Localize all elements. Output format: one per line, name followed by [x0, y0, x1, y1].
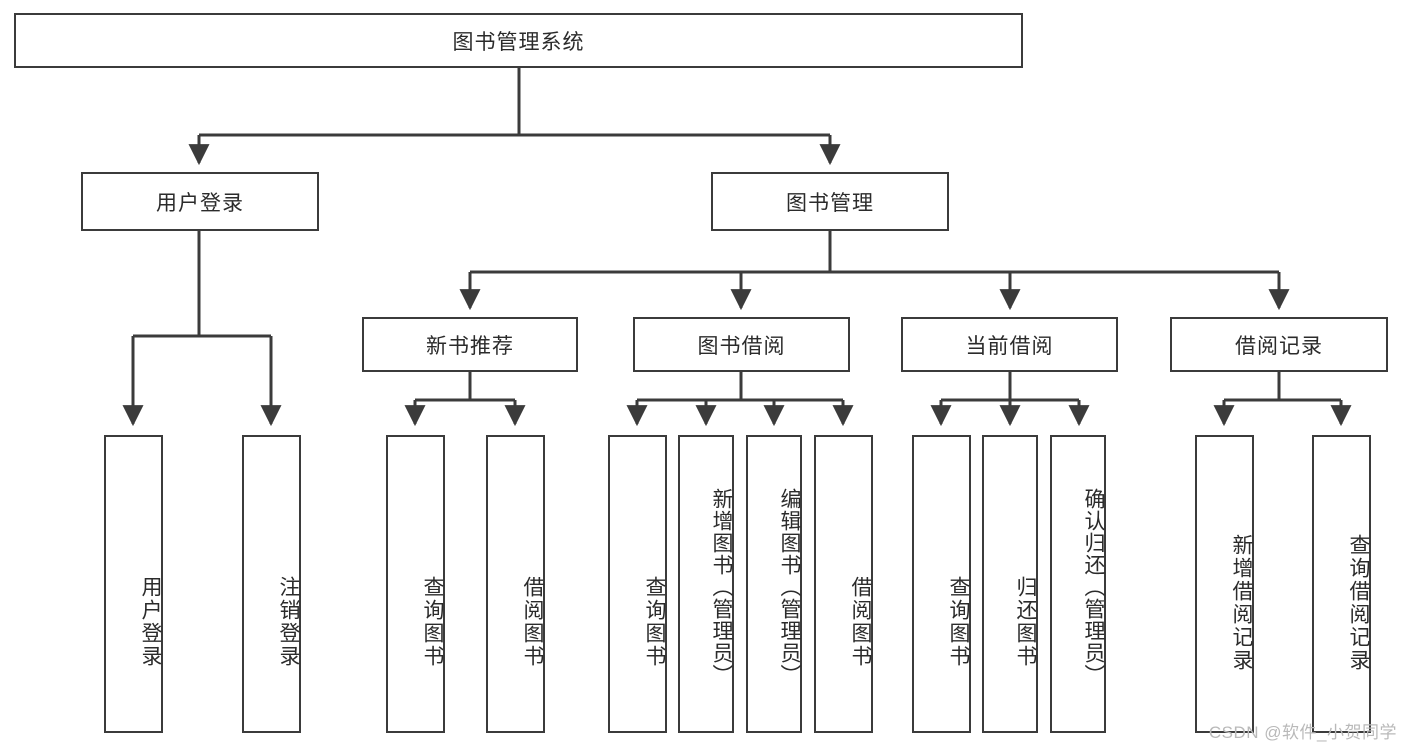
- node-leaf-query-book-1[interactable]: 查询图书: [386, 435, 445, 733]
- node-leaf-return-book[interactable]: 归还图书: [982, 435, 1038, 733]
- node-leaf-add-book[interactable]: 新增图书（管理员）: [678, 435, 734, 733]
- node-leaf-query-book-3-label: 查询图书: [947, 575, 970, 668]
- node-leaf-user-logout[interactable]: 注销登录: [242, 435, 301, 733]
- node-root[interactable]: 图书管理系统: [14, 13, 1023, 68]
- node-leaf-edit-book-label: 编辑图书（管理员）: [778, 488, 801, 686]
- node-leaf-query-record[interactable]: 查询借阅记录: [1312, 435, 1371, 733]
- node-book-manage-label: 图书管理: [786, 191, 874, 215]
- node-current-borrow-label: 当前借阅: [965, 334, 1054, 358]
- node-new-book-rec[interactable]: 新书推荐: [362, 317, 578, 372]
- node-leaf-query-book-2-label: 查询图书: [643, 575, 666, 668]
- node-new-book-rec-label: 新书推荐: [426, 334, 514, 358]
- node-borrow-record[interactable]: 借阅记录: [1170, 317, 1388, 372]
- node-leaf-query-record-label: 查询借阅记录: [1347, 534, 1370, 672]
- node-leaf-query-book-2[interactable]: 查询图书: [608, 435, 667, 733]
- node-leaf-query-book-3[interactable]: 查询图书: [912, 435, 971, 733]
- node-user-login-label: 用户登录: [156, 191, 244, 215]
- node-book-borrow[interactable]: 图书借阅: [633, 317, 850, 372]
- node-leaf-add-book-label: 新增图书（管理员）: [710, 488, 733, 686]
- node-leaf-user-logout-label: 注销登录: [277, 575, 300, 668]
- node-leaf-edit-book[interactable]: 编辑图书（管理员）: [746, 435, 802, 733]
- node-leaf-add-record[interactable]: 新增借阅记录: [1195, 435, 1254, 733]
- node-leaf-borrow-book-1[interactable]: 借阅图书: [486, 435, 545, 733]
- node-borrow-record-label: 借阅记录: [1235, 334, 1323, 358]
- node-book-borrow-label: 图书借阅: [697, 334, 786, 358]
- node-leaf-query-book-1-label: 查询图书: [421, 575, 444, 668]
- node-leaf-return-book-label: 归还图书: [1014, 575, 1037, 668]
- node-leaf-borrow-book-1-label: 借阅图书: [521, 575, 544, 668]
- node-current-borrow[interactable]: 当前借阅: [901, 317, 1118, 372]
- node-root-label: 图书管理系统: [452, 30, 585, 54]
- node-leaf-add-record-label: 新增借阅记录: [1230, 534, 1253, 672]
- node-book-manage[interactable]: 图书管理: [711, 172, 949, 231]
- node-leaf-confirm-return-label: 确认归还（管理员）: [1082, 488, 1105, 686]
- watermark: CSDN @软件_小贺同学: [1208, 723, 1397, 742]
- node-leaf-borrow-book-2[interactable]: 借阅图书: [814, 435, 873, 733]
- node-leaf-user-login[interactable]: 用户登录: [104, 435, 163, 733]
- node-leaf-user-login-label: 用户登录: [139, 575, 162, 668]
- node-leaf-borrow-book-2-label: 借阅图书: [849, 575, 872, 668]
- node-user-login[interactable]: 用户登录: [81, 172, 319, 231]
- node-leaf-confirm-return[interactable]: 确认归还（管理员）: [1050, 435, 1106, 733]
